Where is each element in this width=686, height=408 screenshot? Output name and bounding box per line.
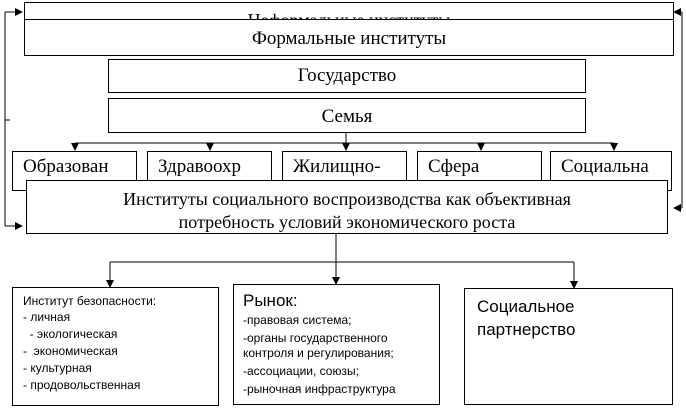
sector-label-sphere: Сфера	[428, 156, 480, 177]
reproduction-institutions-box: Институты социального воспроизводства ка…	[26, 180, 668, 234]
security-title: Институт безопасности:	[23, 294, 157, 308]
market-item: -органы государственного	[243, 331, 388, 345]
market-item: -рыночная инфраструктура	[243, 382, 396, 396]
reproduction-label-line1: Институты социального воспроизводства ка…	[123, 189, 571, 209]
family-label: Семья	[321, 106, 373, 127]
formal-institutions-box: Формальные институты	[24, 19, 674, 56]
security-institute-box: Институт безопасности: - личная - эколог…	[12, 287, 219, 406]
state-box: Государство	[108, 59, 586, 93]
security-item: - продовольственная	[23, 378, 141, 392]
market-box: Рынок: -правовая система; -органы госуда…	[233, 284, 440, 405]
sector-label-social: Социальна	[561, 156, 649, 177]
partnership-line1: Социальное	[477, 297, 575, 316]
family-box: Семья	[108, 98, 586, 133]
reproduction-label-line2: потребность условий экономического роста	[178, 212, 516, 232]
market-item: -ассоциации, союзы;	[243, 364, 359, 378]
social-partnership-box: Социальное партнерство	[464, 288, 673, 405]
security-item: - личная	[23, 310, 71, 324]
security-item: - экономическая	[23, 344, 118, 358]
sector-label-housing: Жилищно-	[293, 156, 381, 177]
market-title: Рынок:	[243, 291, 298, 310]
security-item: - культурная	[23, 361, 92, 375]
sector-label-education: Образован	[23, 156, 109, 177]
security-item: - экологическая	[23, 327, 118, 341]
market-item: -правовая система;	[243, 313, 352, 327]
formal-institutions-label: Формальные институты	[251, 28, 447, 49]
market-item: контроля и регулирования;	[243, 346, 394, 360]
sector-label-healthcare: Здравоохр	[158, 156, 242, 177]
state-label: Государство	[297, 65, 397, 86]
partnership-line2: партнерство	[477, 320, 576, 339]
